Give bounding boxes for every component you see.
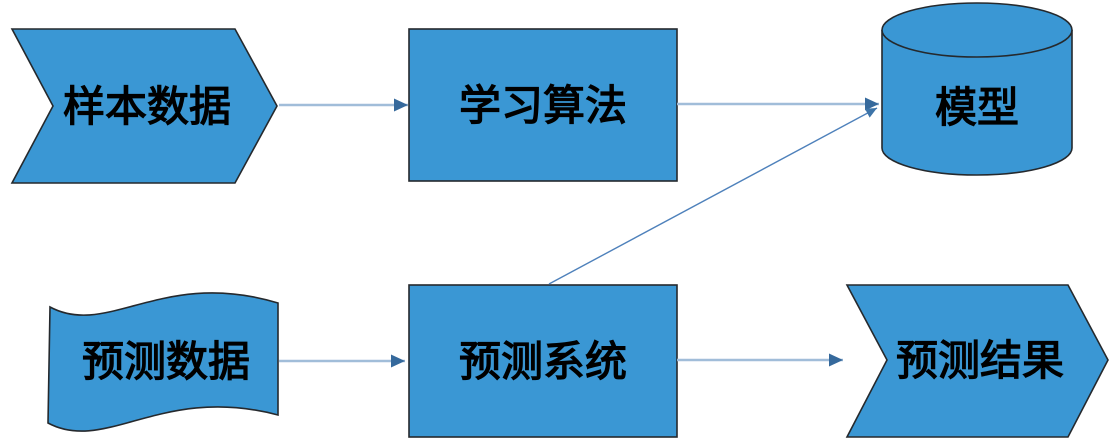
node-prediction-data-shape	[47, 292, 279, 432]
node-prediction-system-shape	[408, 284, 678, 438]
connector-system-to-model	[548, 107, 878, 285]
connectors	[279, 97, 879, 368]
node-prediction-result-shape	[845, 284, 1109, 438]
node-model-shape	[881, 2, 1073, 176]
node-prediction-data-label: 预测数据	[82, 338, 250, 385]
cylinder-top	[881, 2, 1073, 58]
node-sample-data-shape	[10, 28, 278, 184]
node-labels: 样本数据 学习算法 模型 预测数据 预测系统 预测结果	[63, 82, 1064, 385]
node-model-label: 模型	[935, 84, 1019, 131]
node-learning-algorithm-shape	[408, 28, 678, 182]
node-learning-algorithm-label: 学习算法	[459, 82, 627, 129]
cylinder-body	[881, 30, 1073, 176]
node-sample-data-label: 样本数据	[63, 83, 231, 130]
node-prediction-system-label: 预测系统	[459, 338, 627, 385]
node-prediction-result-label: 预测结果	[896, 337, 1064, 384]
nodes	[10, 2, 1109, 438]
